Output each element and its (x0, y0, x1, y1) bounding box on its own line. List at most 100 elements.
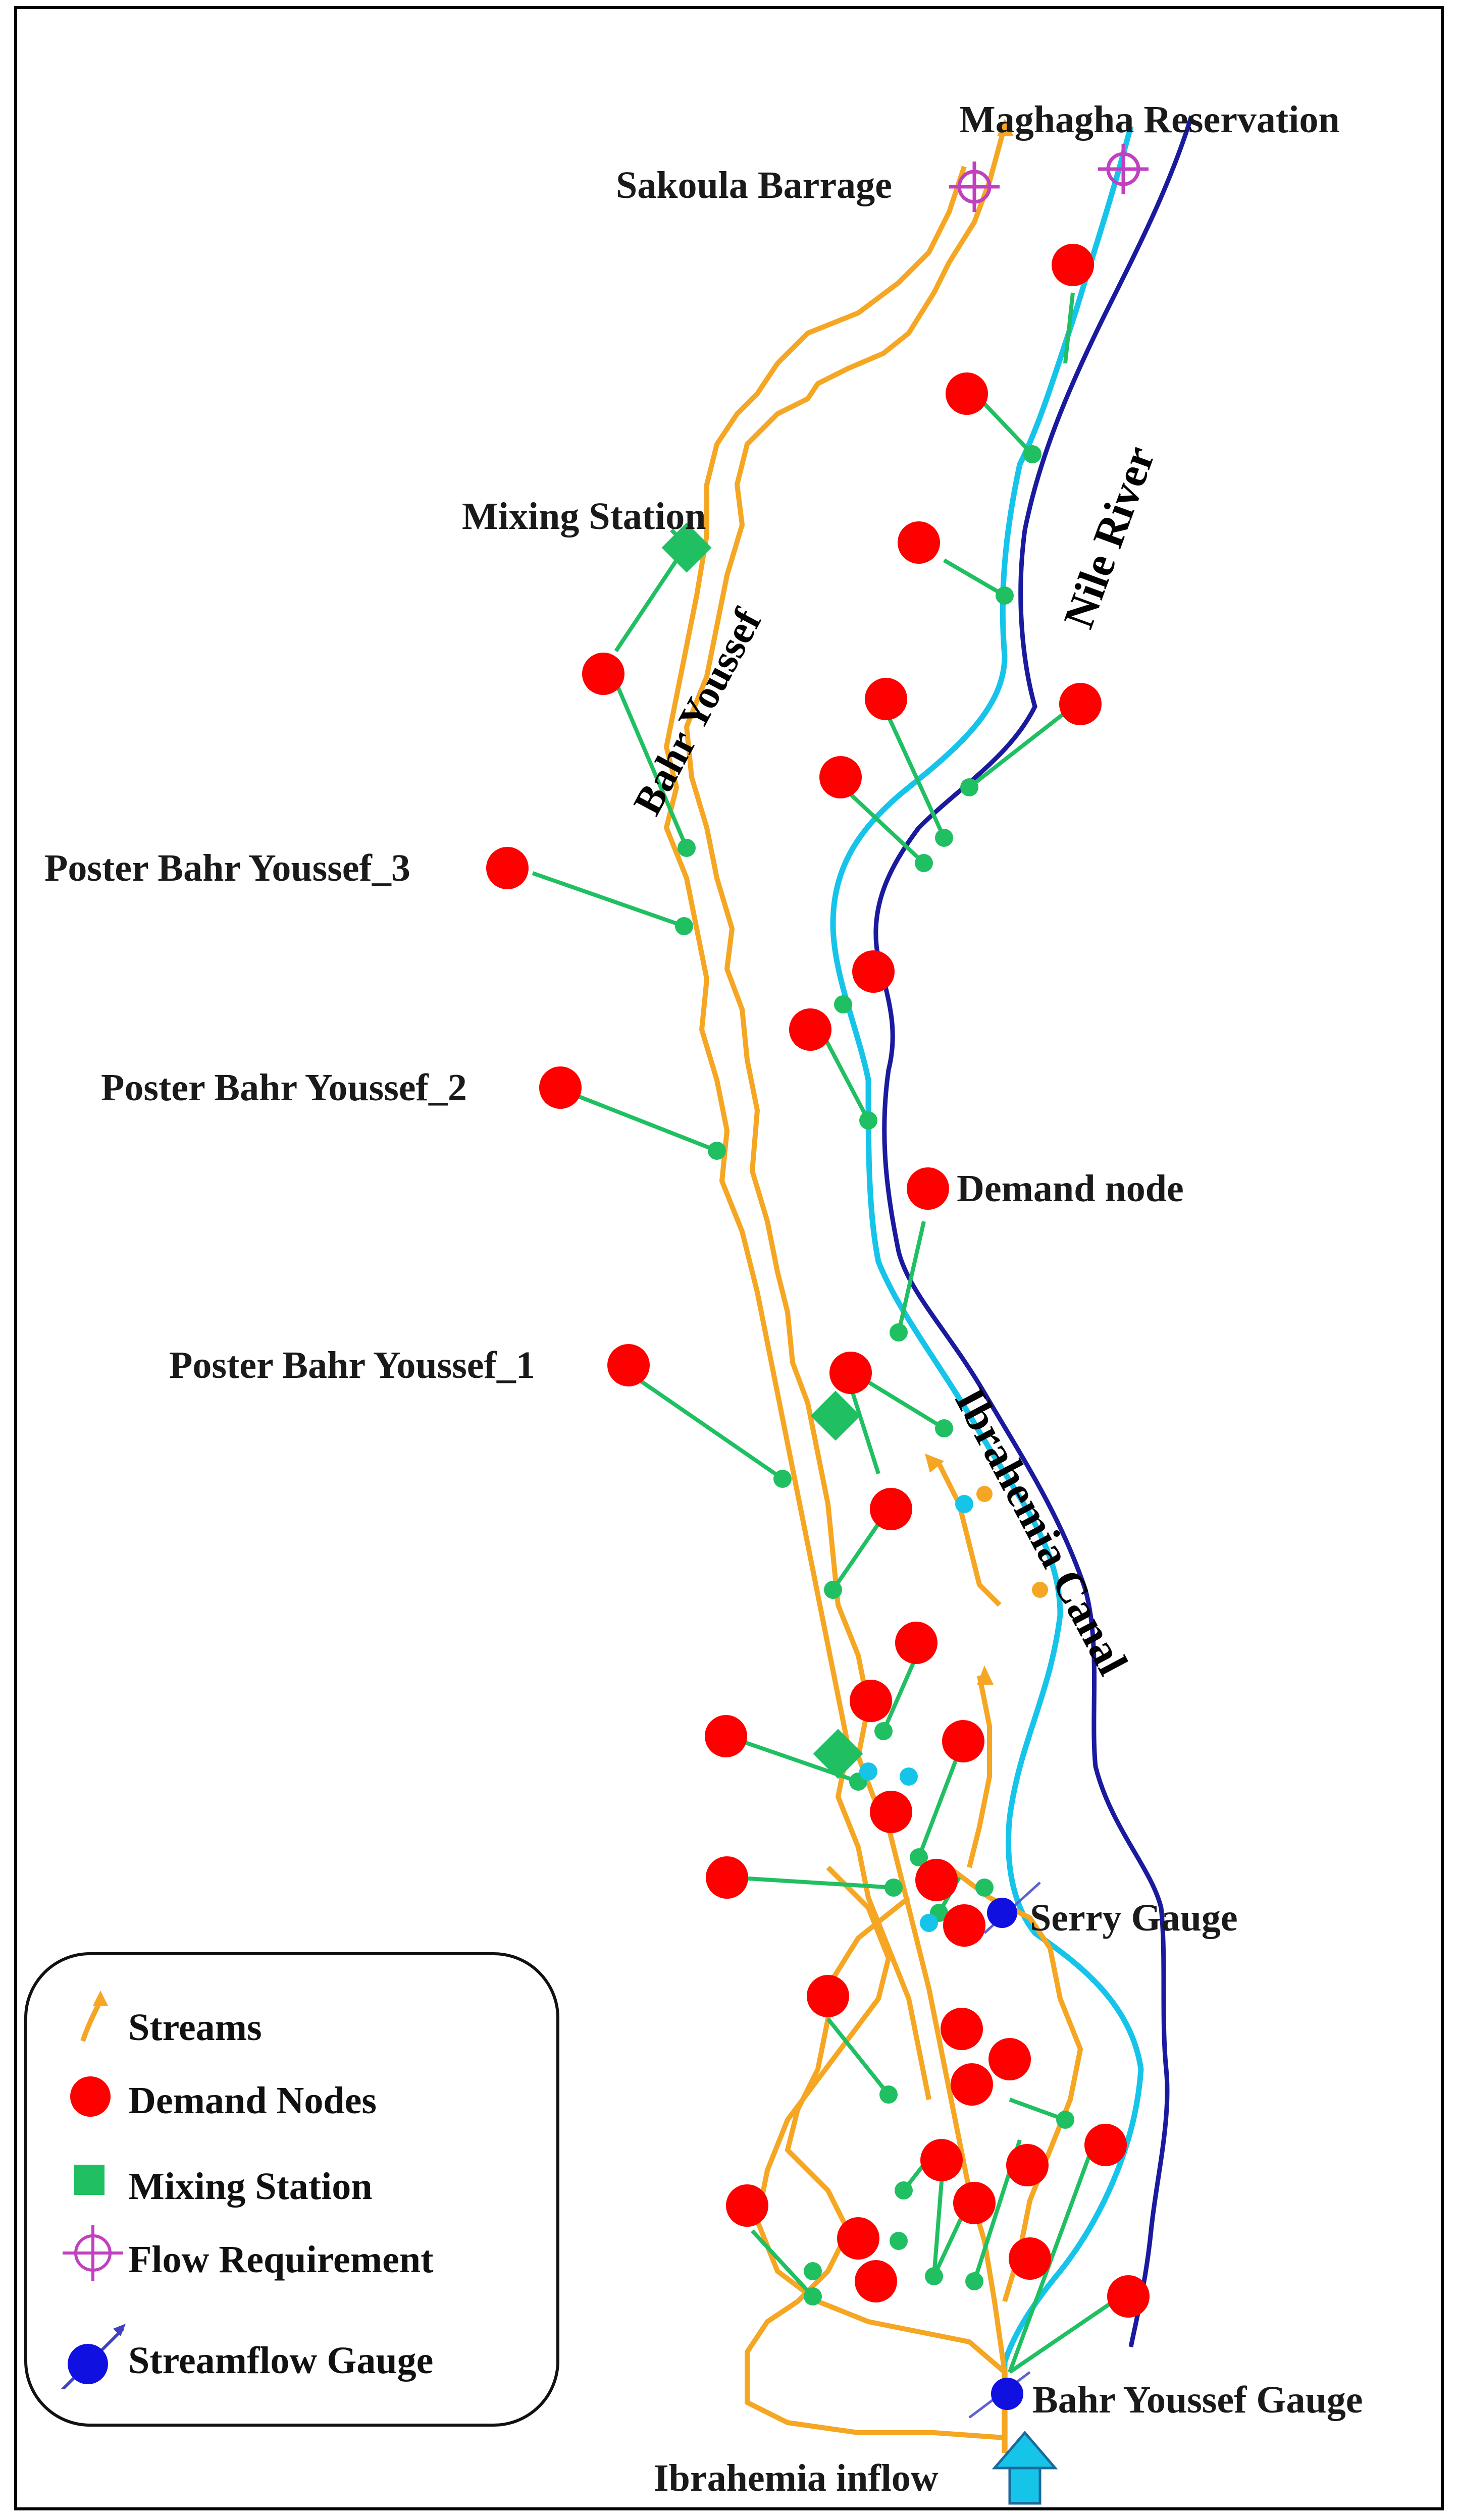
link (635, 1376, 784, 1481)
demand-node (1009, 2237, 1051, 2280)
junction-dot (890, 1323, 908, 1342)
junction-dot (1032, 1582, 1048, 1598)
demand-node (915, 1859, 958, 1901)
bahr-youssef-west-stream (664, 166, 967, 2100)
junction-dot (804, 2287, 822, 2305)
demand-node (726, 2184, 768, 2227)
demand-node (1006, 2144, 1049, 2186)
junction-dot (996, 586, 1014, 605)
left-loop-stream (755, 1865, 1007, 2374)
junction-dot (960, 778, 978, 796)
transmission-links (532, 292, 1122, 2374)
demand-node (789, 1008, 831, 1051)
flow-requirements (949, 144, 1149, 212)
legend-label: Mixing Station (128, 2165, 373, 2208)
junction-dot (920, 1914, 938, 1932)
junction-dot (678, 839, 696, 857)
demand-node (850, 1680, 892, 1722)
ibrahemia-inflow-label: Ibrahemia inflow (654, 2457, 939, 2499)
junction-dots (675, 445, 1074, 2305)
demand-node (1059, 683, 1102, 725)
junction-dot (895, 2181, 913, 2200)
legend-label: Flow Requirement (128, 2238, 434, 2281)
mixing-station-marker (813, 1729, 863, 1779)
demand-node (852, 950, 895, 993)
junction-dot (675, 917, 693, 935)
link (881, 1649, 921, 1732)
junction-dot (834, 995, 852, 1013)
mixing-station-marker (810, 1390, 861, 1441)
demand-node (865, 678, 907, 720)
ibrahemia-canal-label: Ibrahemia Canal (946, 1380, 1137, 1683)
link (826, 2017, 891, 2096)
demand-node (705, 1715, 747, 1757)
junction-dot (890, 2232, 908, 2250)
demand-node-label: Demand node (957, 1167, 1184, 1210)
demand-node (920, 2139, 963, 2181)
crosshair-icon (63, 2225, 123, 2281)
serry-gauge-label: Serry Gauge (1030, 1897, 1238, 1939)
demand-node (943, 1904, 985, 1947)
junction-dot (824, 1581, 842, 1599)
junction-dot (900, 1767, 918, 1786)
demand-node (946, 372, 988, 415)
demand-node (907, 1167, 949, 1210)
legend-item-flow-requirement: Flow Requirement (27, 2218, 556, 2288)
demand-nodes (486, 244, 1150, 2318)
demand-node (837, 2217, 879, 2260)
demand-node (829, 1352, 872, 1394)
red-circle-icon (70, 2076, 111, 2117)
link (1063, 292, 1075, 364)
blue-gauge-icon (60, 2324, 126, 2389)
poster-1-label: Poster Bahr Youssef_1 (169, 1344, 535, 1386)
flow-requirement-marker (949, 162, 1000, 212)
link (917, 1750, 961, 1858)
link (532, 871, 685, 928)
junction-dot (804, 2262, 822, 2280)
demand-node (895, 1622, 938, 1664)
mid-branch-stream (967, 1675, 992, 1868)
junction-dot (910, 1848, 928, 1866)
demand-node (870, 1791, 912, 1833)
demand-node (942, 1720, 984, 1762)
demand-node (941, 2008, 983, 2050)
green-square-icon (74, 2165, 105, 2195)
canal-branch-stream (936, 1462, 1002, 1607)
streams (664, 125, 1083, 2453)
mixing-station-marker (661, 522, 712, 573)
junction-dot (935, 1419, 953, 1437)
junction-dot (955, 1495, 973, 1513)
legend-item-gauge: Streamflow Gauge (27, 2319, 556, 2389)
link (943, 558, 1006, 598)
legend-item-demand: Demand Nodes (27, 2059, 556, 2129)
legend-item-streams: Streams (27, 1986, 556, 2056)
junction-dot (773, 1470, 792, 1488)
stream-arrow (925, 1454, 944, 1473)
demand-node (953, 2182, 996, 2224)
demand-node (870, 1488, 912, 1530)
junction-dot (935, 829, 953, 847)
stream-arrows (925, 119, 1014, 1685)
stream-arrow (977, 1666, 994, 1685)
sakoula-label: Sakoula Barrage (616, 164, 892, 206)
demand-node (582, 653, 624, 695)
link (1008, 2294, 1122, 2374)
legend-label: Streamflow Gauge (128, 2339, 434, 2382)
demand-node (539, 1066, 582, 1109)
link (575, 1093, 718, 1153)
demand-node (706, 1856, 748, 1899)
demand-node (988, 2038, 1031, 2080)
link (751, 2229, 814, 2298)
demand-node (855, 2260, 897, 2302)
demand-node (1052, 244, 1094, 286)
demand-node (819, 756, 862, 798)
demand-node (1084, 2124, 1127, 2166)
link (983, 402, 1034, 456)
junction-dot (1023, 445, 1042, 463)
stream-arrow-icon (80, 1991, 108, 2042)
link (611, 675, 689, 849)
mixing-station-label: Mixing Station (462, 495, 706, 538)
link (887, 716, 946, 839)
link (897, 1221, 926, 1333)
